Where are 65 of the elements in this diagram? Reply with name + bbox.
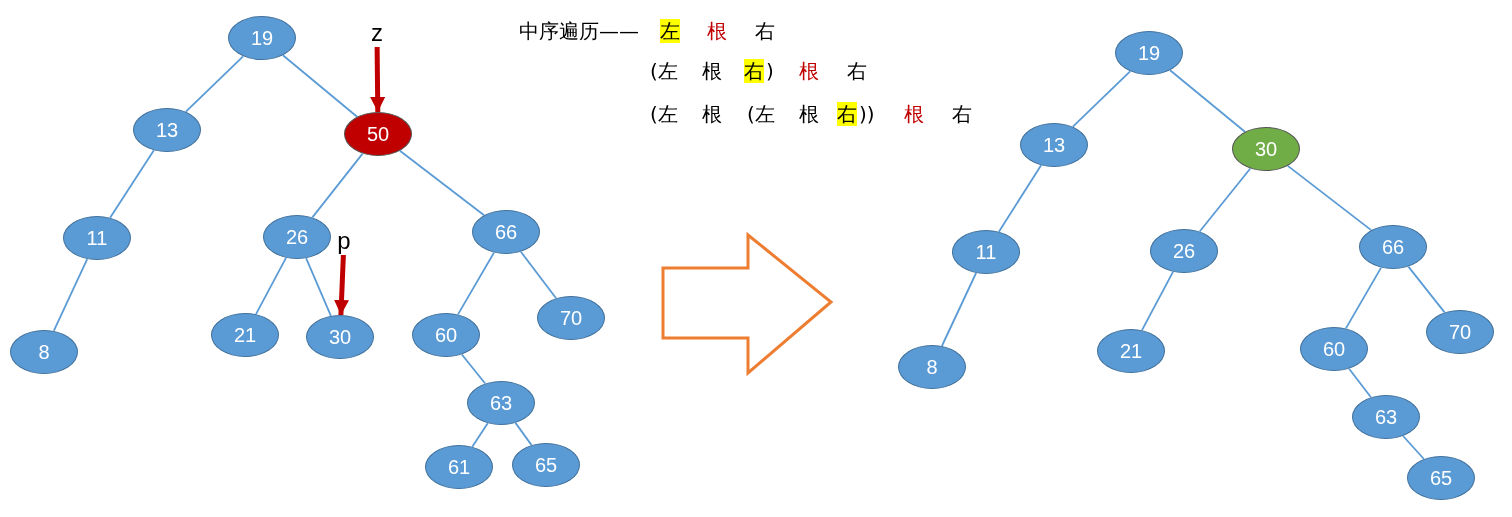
pointer-arrow (334, 254, 349, 316)
tree-edge (1348, 367, 1372, 399)
tree-node: 19 (1115, 31, 1183, 75)
tree-edge (1169, 69, 1246, 133)
tree-node: 30 (306, 315, 374, 359)
tree-node: 26 (1150, 229, 1218, 273)
highlighted-text: 左 (660, 19, 680, 43)
traversal-text: 中序遍历—— (519, 19, 639, 43)
tree-node: 60 (1300, 327, 1368, 371)
tree-edge (1072, 70, 1131, 128)
traversal-text: 根 (799, 102, 819, 126)
traversal-text: 右 (755, 19, 775, 43)
tree-edge (305, 257, 332, 317)
highlighted-text: 右 (744, 59, 764, 83)
tree-node: 13 (1020, 123, 1088, 167)
traversal-text: 根 (904, 102, 924, 126)
tree-node: 8 (898, 345, 966, 389)
tree-node: 30 (1232, 127, 1300, 171)
tree-edge (185, 55, 244, 113)
tree-node: 63 (467, 381, 535, 425)
tree-node: 70 (537, 296, 605, 340)
tree-node: 13 (133, 108, 201, 152)
tree-node: 66 (472, 210, 540, 254)
tree-edge (1407, 265, 1446, 314)
tree-node: 61 (425, 445, 493, 489)
tree-edge (514, 422, 533, 446)
tree-edge (520, 250, 557, 300)
tree-node: 50 (344, 112, 412, 156)
tree-node: 19 (228, 16, 296, 60)
traversal-text: 右 (847, 59, 867, 83)
tree-node: 11 (63, 216, 131, 260)
highlighted-text: 右 (837, 102, 857, 126)
traversal-text: ) (766, 59, 774, 83)
traversal-text: (左 (650, 102, 678, 126)
pointer-arrow (370, 46, 386, 113)
traversal-text: 根 (707, 19, 727, 43)
tree-node: 65 (512, 443, 580, 487)
traversal-text: 根 (702, 102, 722, 126)
tree-edge (311, 152, 364, 219)
tree-node: 66 (1359, 225, 1427, 269)
tree-edge (1402, 435, 1425, 460)
tree-node: 21 (211, 313, 279, 357)
tree-edge (460, 353, 487, 385)
tree-edge (1198, 167, 1252, 233)
tree-node: 11 (952, 230, 1020, 274)
pointer-label: z (367, 19, 387, 47)
traversal-text: 根 (702, 59, 722, 83)
traversal-text: (左 (747, 102, 775, 126)
traversal-text: (左 (650, 59, 678, 83)
pointer-label: p (334, 227, 354, 255)
traversal-text: 右 (952, 102, 972, 126)
traversal-text: 根 (799, 59, 819, 83)
tree-edge (282, 54, 358, 118)
traversal-text: )) (859, 102, 875, 126)
tree-node: 70 (1426, 310, 1494, 354)
tree-node: 21 (1097, 329, 1165, 373)
tree-node: 26 (263, 215, 331, 259)
tree-node: 65 (1407, 456, 1475, 500)
tree-node: 63 (1352, 395, 1420, 439)
tree-edge (399, 149, 485, 217)
tree-edge (1286, 165, 1373, 231)
tree-edge (52, 258, 89, 332)
tree-node: 8 (10, 330, 78, 374)
tree-edge (941, 272, 977, 347)
tree-node: 60 (412, 313, 480, 357)
